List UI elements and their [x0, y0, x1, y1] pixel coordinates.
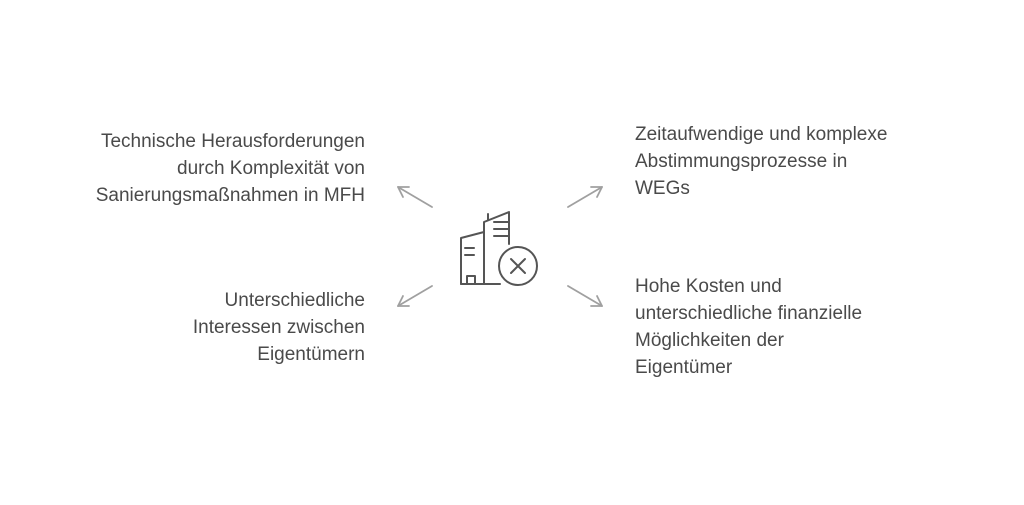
- building-with-x-icon: [460, 211, 538, 286]
- label-line: Zeitaufwendige und komplexe: [635, 124, 888, 145]
- tall-building-shape: [483, 211, 510, 285]
- label-time-consuming-processes: Zeitaufwendige und komplexe Abstimmungsp…: [635, 121, 887, 202]
- label-line: Sanierungsmaßnahmen in MFH: [95, 185, 365, 206]
- label-line: unterschiedliche finanzielle: [635, 303, 863, 324]
- label-line: Eigentümern: [257, 344, 365, 365]
- label-line: durch Komplexität von: [177, 158, 365, 179]
- label-line: Möglichkeiten der: [635, 330, 784, 351]
- arrow-bottom-right: [567, 285, 603, 307]
- small-building-shape: [460, 231, 485, 285]
- label-technical-challenges: Technische Herausforderungen durch Kompl…: [96, 128, 365, 209]
- label-high-costs: Hohe Kosten und unterschiedliche finanzi…: [635, 273, 862, 381]
- label-line: Eigentümer: [635, 357, 733, 378]
- label-line: Technische Herausforderungen: [100, 131, 365, 152]
- label-line: WEGs: [635, 178, 690, 199]
- label-line: Hohe Kosten und: [635, 276, 782, 297]
- label-line: Unterschiedliche: [224, 290, 365, 311]
- x-circle: [498, 246, 538, 286]
- arrow-top-left: [397, 186, 433, 208]
- arrows: [397, 186, 603, 307]
- arrow-bottom-left: [397, 285, 433, 307]
- label-line: Interessen zwischen: [192, 317, 365, 338]
- label-different-interests: Unterschiedliche Interessen zwischen Eig…: [193, 287, 365, 368]
- small-building-door: [466, 275, 476, 285]
- arrow-top-right: [567, 186, 603, 208]
- label-line: Abstimmungsprozesse in: [635, 151, 848, 172]
- x-mark: [510, 258, 526, 274]
